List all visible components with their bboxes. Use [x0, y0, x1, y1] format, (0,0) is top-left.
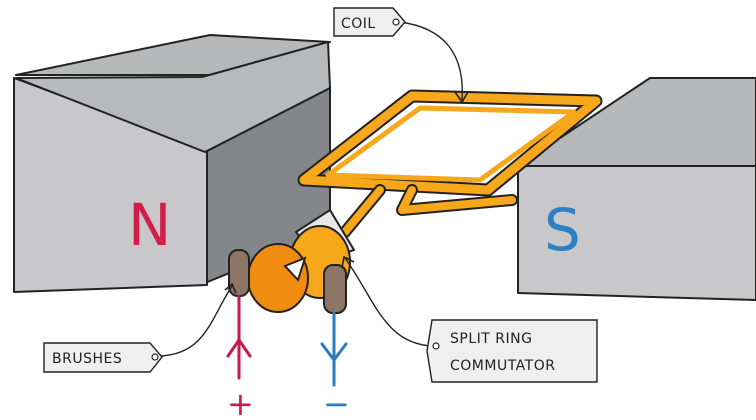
- coil-loop: [299, 91, 601, 195]
- negative-terminal-label: −: [323, 385, 350, 415]
- south-magnet: S: [517, 77, 756, 301]
- left-brush: [228, 249, 250, 297]
- coil-lead: [398, 186, 516, 214]
- coil-loop-inner: [325, 105, 577, 183]
- commutator-gap: [283, 256, 307, 282]
- coil-label: COIL: [341, 16, 376, 32]
- brushes-arrowhead: [224, 282, 237, 294]
- positive-wire: [226, 294, 252, 380]
- brushes-leader-line: [159, 285, 233, 357]
- brushes: [228, 249, 347, 314]
- commutator-tag: SPLIT RING COMMUTATOR: [426, 319, 598, 383]
- brushes-tag: BRUSHES: [43, 342, 163, 373]
- coil-leader-line: [399, 21, 463, 101]
- negative-wire: [320, 311, 348, 387]
- north-magnet: N: [13, 34, 331, 293]
- south-magnet-front: [517, 165, 756, 301]
- north-pole-label: N: [128, 191, 171, 259]
- right-brush: [323, 264, 347, 314]
- commutator-label-line2: COMMUTATOR: [450, 358, 555, 374]
- brushes-label: BRUSHES: [52, 351, 122, 367]
- commutator-label-line1: SPLIT RING: [450, 331, 532, 347]
- commutator-leader-line: [344, 257, 435, 347]
- south-magnet-top: [517, 77, 756, 167]
- coil-arrowhead: [454, 91, 469, 104]
- positive-terminal-label: +: [227, 385, 254, 415]
- coil: [297, 89, 603, 248]
- commutator-arrowhead: [341, 255, 355, 269]
- coil-tag: COIL: [333, 7, 406, 37]
- south-pole-label: S: [544, 196, 581, 264]
